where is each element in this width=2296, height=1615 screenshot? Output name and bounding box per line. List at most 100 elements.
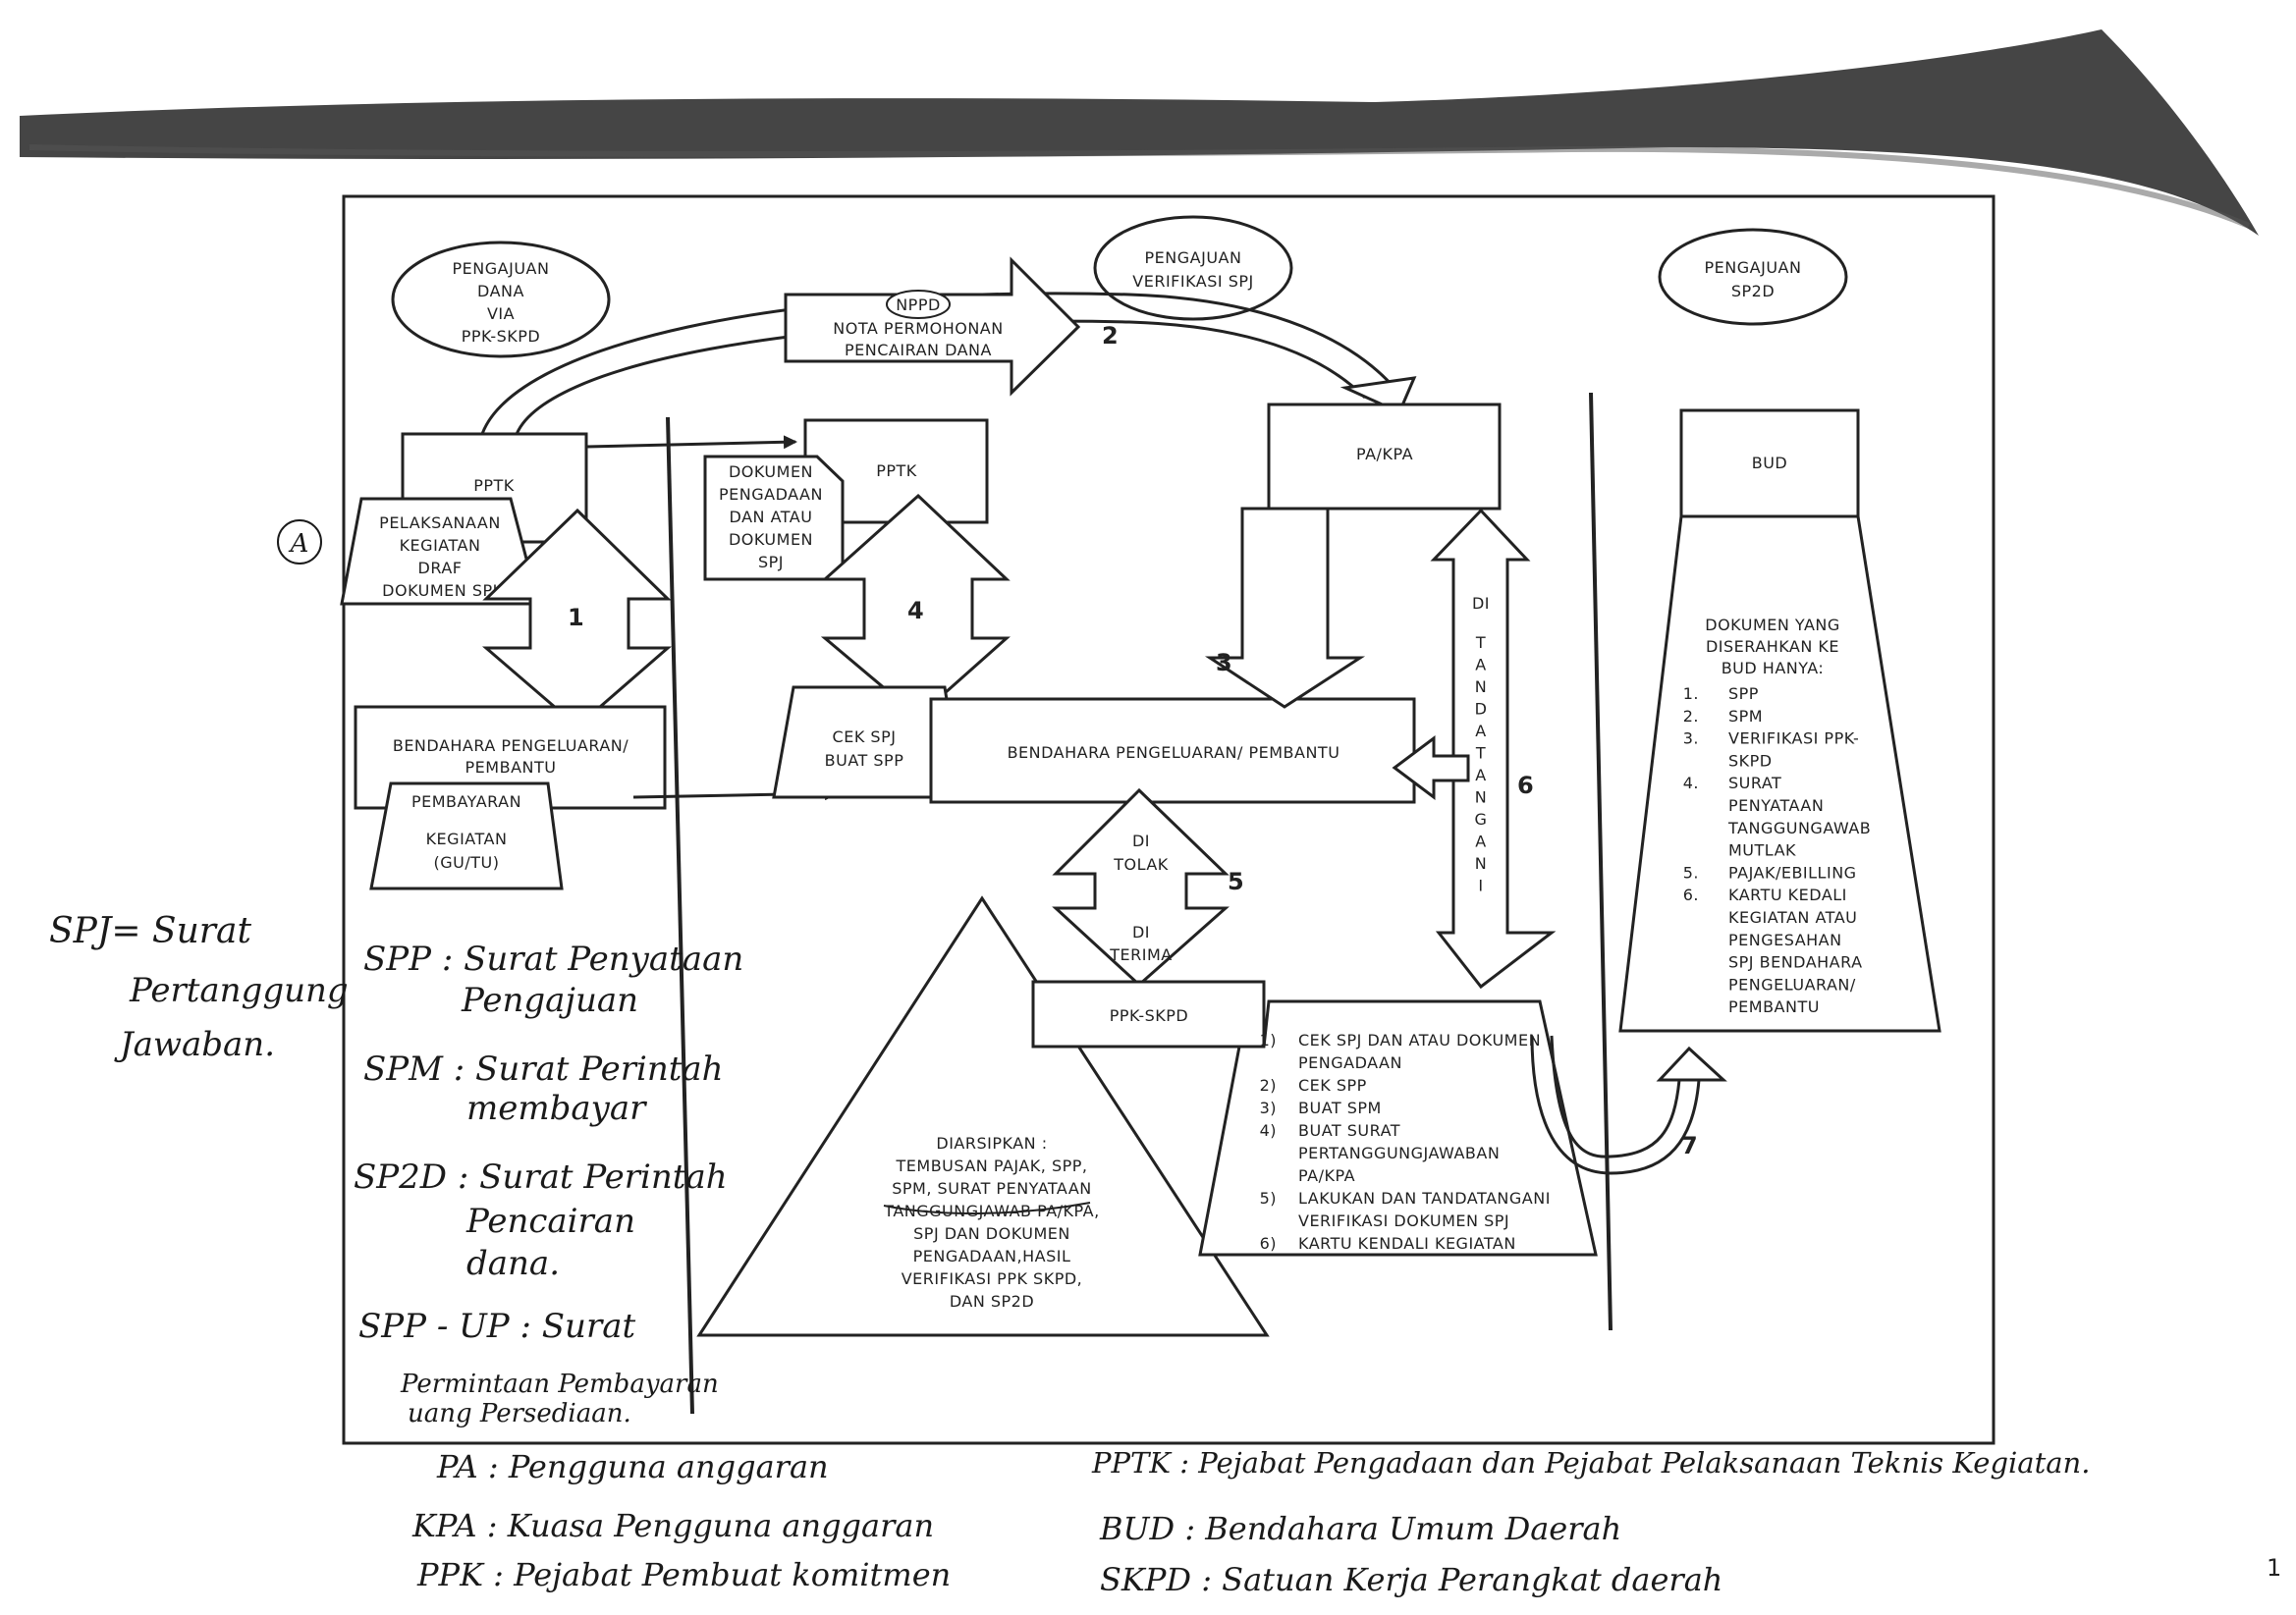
hw-skpd: SKPD : Satuan Kerja Perangkat daerah (1100, 1561, 1722, 1598)
label-ditandatangani-char: T (1475, 744, 1486, 763)
label-bud-doc-text: PENGESAHAN (1728, 931, 1842, 949)
handwritten-acronyms-bottom: PA : Pengguna anggaran KPA : Kuasa Pengg… (411, 1446, 2090, 1598)
separator-right (1589, 392, 1613, 1331)
label-diarsipkan-line: TEMBUSAN PAJAK, SPP, (896, 1157, 1088, 1175)
label-bud-doc-number: 6. (1683, 886, 1699, 904)
label-bud-doc-number: 3. (1683, 729, 1699, 748)
block-arrow-nota: NPPD NOTA PERMOHONAN PENCAIRAN DANA (784, 256, 1081, 397)
label-task-text: PERTANGGUNGJAWABAN (1298, 1144, 1500, 1162)
label-bud-doc-text: PEMBANTU (1728, 997, 1820, 1016)
label-ditandatangani-char: G (1475, 810, 1488, 829)
step-number-3: 3 (1216, 649, 1232, 676)
label-bud-doc-text: TANGGUNGAWAB (1727, 819, 1871, 837)
label-dana: DANA (477, 282, 524, 300)
label-bendahara-pengeluaran: BENDAHARA PENGELUARAN/ (393, 736, 629, 755)
label-ditandatangani-char: T (1475, 633, 1486, 652)
label-ppk-skpd: PPK-SKPD (1110, 1006, 1189, 1025)
label-ditandatangani-char: D (1475, 700, 1488, 719)
label-bud-doc-text: VERIFIKASI PPK- (1728, 729, 1859, 748)
label-ditandatangani-char: A (1475, 656, 1486, 674)
label-diarsipkan-line: DAN SP2D (950, 1292, 1034, 1311)
label-bud-doc-number: 2. (1683, 707, 1699, 726)
hw-spm-2: membayar (466, 1089, 647, 1128)
hw-sppup-1: SPP - UP : Surat (358, 1307, 635, 1346)
hw-sp2d-2: Pencairan (465, 1202, 635, 1241)
label-bud-docs-title: BUD HANYA: (1722, 659, 1825, 677)
hw-ppk: PPK : Pejabat Pembuat komitmen (416, 1556, 951, 1593)
label-bud-docs-title: DISERAHKAN KE (1706, 637, 1839, 656)
label-diarsipkan-line: DIARSIPKAN : (936, 1134, 1047, 1153)
small-arrow-6 (1392, 735, 1470, 800)
label-task-number: 1) (1260, 1031, 1277, 1050)
label-bud-doc-text: MUTLAK (1728, 841, 1796, 860)
hw-pptk: PPTK : Pejabat Pengadaan dan Pejabat Pel… (1091, 1446, 2090, 1480)
hw-sp2d-3: dana. (466, 1244, 560, 1283)
label-task-text: VERIFIKASI DOKUMEN SPJ (1298, 1211, 1509, 1230)
box-bud: BUD (1679, 408, 1860, 518)
label-task-text: CEK SPP (1298, 1076, 1367, 1095)
hw-spj-3: Jawaban. (114, 1025, 275, 1064)
label-ditandatangani-char: N (1475, 677, 1487, 696)
trapezoid-ppk-tasks: 1)CEK SPJ DAN ATAU DOKUMENPENGADAAN2)CEK… (1198, 999, 1598, 1257)
scan-smudge (20, 29, 2259, 236)
label-nppd: NPPD (896, 296, 941, 314)
hw-spp-1: SPP : Surat Penyataan (363, 940, 743, 979)
label-bud-doc-text: KEGIATAN ATAU (1728, 908, 1857, 927)
hw-sppup-3: uang Persediaan. (408, 1399, 631, 1428)
label-ditandatangani-char: N (1475, 854, 1487, 873)
bent-arrow-3 (1204, 507, 1366, 709)
label-kegiatan-2: KEGIATAN (426, 830, 508, 848)
box-pa-kpa: PA/KPA (1267, 403, 1502, 511)
label-task-text: PA/KPA (1298, 1166, 1355, 1185)
label-pencairan-dana: PENCAIRAN DANA (845, 341, 992, 359)
label-verifikasi-spj: VERIFIKASI SPJ (1132, 272, 1253, 291)
label-diarsipkan-line: SPM, SURAT PENYATAAN (892, 1179, 1091, 1198)
label-task-text: PENGADAAN (1298, 1053, 1402, 1072)
diagram-frame (342, 194, 1995, 1445)
label-task-number: 6) (1260, 1234, 1277, 1253)
ellipse-pengajuan-sp2d: PENGAJUAN SP2D (1658, 228, 1848, 326)
label-task-number: 2) (1260, 1076, 1277, 1095)
double-arrow-tolak-terima: DI TOLAK DI TERIMA (1052, 787, 1230, 988)
label-pengajuan-2: PENGAJUAN (1145, 248, 1242, 267)
hw-bud: BUD : Bendahara Umum Daerah (1099, 1510, 1621, 1547)
label-task-number: 4) (1260, 1121, 1277, 1140)
label-ditandatangani-char: A (1475, 833, 1486, 851)
box-ppk-skpd: PPK-SKPD (1031, 980, 1266, 1049)
label-bud-doc-text: SPM (1728, 707, 1763, 726)
label-pptk: PPTK (473, 476, 515, 495)
handwritten-spj-definition: SPJ= Surat Pertanggung Jawaban. (49, 911, 349, 1064)
label-diarsipkan-line: PENGADAAN,HASIL (913, 1247, 1071, 1265)
label-bud-doc-text: PENYATAAN (1728, 796, 1824, 815)
hw-spm-1: SPM : Surat Perintah (363, 1050, 724, 1089)
uturn-arrow-7 (1530, 1035, 1727, 1175)
label-pembayaran: PEMBAYARAN (411, 792, 521, 811)
label-kegiatan: KEGIATAN (400, 536, 481, 555)
hw-sp2d-1: SP2D : Surat Perintah (354, 1157, 728, 1197)
handwritten-acronyms-left: SPP : Surat Penyataan Pengajuan SPM : Su… (354, 940, 743, 1428)
ellipse-pengajuan-dana: PENGAJUAN DANA VIA PPK-SKPD (391, 241, 611, 358)
label-pengadaan: PENGADAAN (719, 485, 823, 504)
label-bud-doc-text: PENGELUARAN/ (1728, 975, 1856, 994)
hw-kpa: KPA : Kuasa Pengguna anggaran (411, 1507, 934, 1544)
label-task-text: BUAT SPM (1298, 1099, 1382, 1117)
hw-spj-1: SPJ= Surat (49, 911, 251, 951)
trapezoid-pembayaran: PEMBAYARAN KEGIATAN (GU/TU) (369, 781, 564, 890)
label-ditandatangani-char: I (1478, 877, 1483, 895)
label-bud: BUD (1752, 454, 1788, 472)
label-pptk-2: PPTK (876, 461, 917, 480)
label-bud-doc-text: SURAT (1728, 774, 1781, 792)
label-bud-doc-text: SPJ BENDAHARA (1728, 953, 1863, 972)
label-gu-tu: (GU/TU) (434, 853, 500, 872)
label-bendahara-pengeluaran-pembantu: BENDAHARA PENGELUARAN/ PEMBANTU (1008, 743, 1340, 762)
label-dokumen-spj: DOKUMEN SPJ (382, 581, 498, 600)
separator-left (666, 416, 694, 1415)
step-number-4: 4 (907, 597, 924, 624)
label-task-text: BUAT SURAT (1298, 1121, 1400, 1140)
label-pembantu: PEMBANTU (465, 758, 557, 777)
label-ditandatangani-char: A (1475, 766, 1486, 784)
label-diarsipkan-line: TANGGUNGJAWAB PA/KPA, (883, 1202, 1099, 1220)
